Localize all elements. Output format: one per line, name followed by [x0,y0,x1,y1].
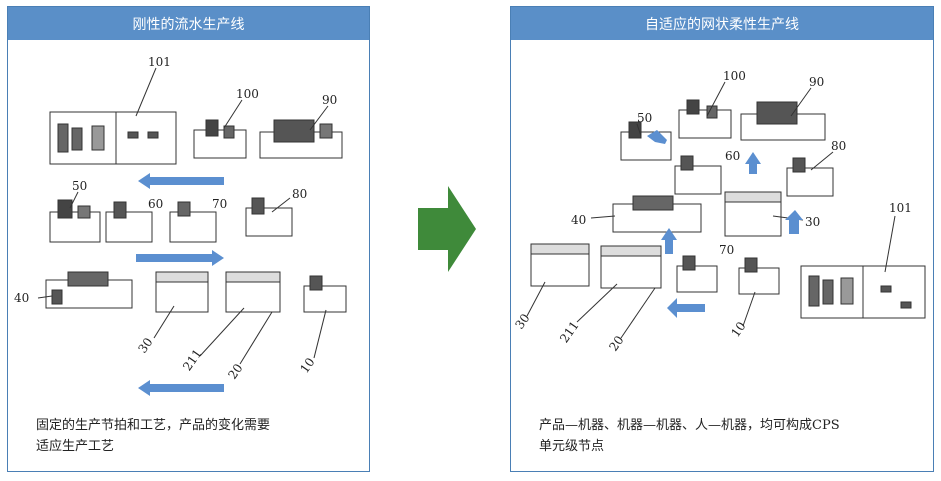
station-60 [105,201,153,243]
flow-arrow-left-bottom [138,380,224,396]
station-r30 [530,243,590,287]
flow-arrow-r2 [745,152,761,174]
rlabel-100: 100 [723,69,746,83]
label-30: 30 [135,335,155,356]
station-r60 [674,155,722,195]
flow-arrow-right-mid [136,250,224,266]
rlabel-70: 70 [719,243,734,257]
flexible-network-caption: 产品—机器、机器—机器、人—机器，均可构成CPS 单元级节点 [539,415,840,457]
station-r101 [800,265,926,319]
label-101: 101 [148,55,171,69]
label-10: 10 [297,355,317,376]
label-100: 100 [236,87,259,101]
station-r30-center [724,191,782,237]
station-r10 [738,257,780,295]
rlabel-101: 101 [889,201,912,215]
station-10 [303,275,347,313]
rigid-line-caption: 固定的生产节拍和工艺，产品的变化需要 适应生产工艺 [36,415,270,457]
station-30 [155,271,209,313]
flow-arrow-left-top [138,173,224,189]
rlabel-10: 10 [728,319,748,340]
flow-arrows [136,173,224,396]
flow-arrow-r3 [785,210,803,234]
rlabel-211: 211 [557,319,582,346]
station-40 [45,271,133,309]
rlabel-20: 20 [606,333,626,354]
label-211: 211 [180,347,205,374]
flexible-network-panel: 自适应的网状柔性生产线 [510,6,934,472]
rigid-line-diagram: 101 100 90 50 60 70 80 40 30 211 20 10 [14,55,347,396]
flexible-flow-arrows [647,130,803,318]
rlabel-30-center: 30 [805,215,820,229]
label-70: 70 [212,197,227,211]
station-100 [193,119,247,159]
label-20: 20 [225,361,245,382]
label-90: 90 [322,93,337,107]
station-r70 [676,255,718,293]
label-60: 60 [148,197,163,211]
station-80 [245,197,293,237]
rlabel-40: 40 [571,213,586,227]
rlabel-80: 80 [831,139,846,153]
rigid-caption-line1: 固定的生产节拍和工艺，产品的变化需要 [36,418,271,433]
station-r211 [600,245,662,289]
rlabel-90: 90 [809,75,824,89]
rigid-line-panel: 刚性的流水生产线 [7,6,370,472]
rlabel-50: 50 [637,111,652,125]
transition-arrow [418,186,476,272]
flow-arrow-r4 [661,228,677,254]
station-70 [169,201,217,243]
station-r40 [612,195,702,233]
flow-arrow-r1 [647,130,667,144]
label-50: 50 [72,179,87,193]
flow-arrow-r5 [667,298,705,318]
station-211 [225,271,281,313]
rlabel-30: 30 [512,311,532,332]
rigid-line-title: 刚性的流水生产线 [8,7,369,40]
label-40: 40 [14,291,29,305]
station-90 [259,119,343,159]
flexible-caption-line2: 单元级节点 [539,439,605,454]
station-101 [49,111,177,165]
flexible-network-diagram: 50 100 90 60 80 40 30 101 70 30 211 20 1… [512,69,926,354]
flexible-network-title: 自适应的网状柔性生产线 [511,7,933,40]
station-r90 [740,101,826,141]
rigid-caption-line2: 适应生产工艺 [36,439,115,454]
rlabel-60: 60 [725,149,740,163]
label-80: 80 [292,187,307,201]
station-r80 [786,157,834,197]
station-50 [49,199,101,243]
flexible-caption-line1: 产品—机器、机器—机器、人—机器，均可构成CPS [539,418,840,433]
station-r100 [678,99,732,139]
